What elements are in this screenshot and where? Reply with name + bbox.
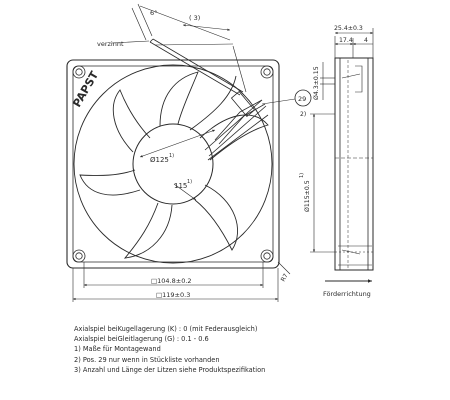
inner-diameter-label: Ø125 bbox=[150, 156, 169, 164]
part-29-balloon bbox=[294, 89, 312, 107]
radius-label: R7 bbox=[280, 272, 290, 283]
wire-leads bbox=[149, 38, 266, 145]
note-line: Axialspiel beiGleitlagerung (G) : 0.1 - … bbox=[74, 335, 209, 344]
note-line: 2) Pos. 29 nur wenn in Stückliste vorhan… bbox=[74, 355, 220, 364]
fan-blades bbox=[79, 71, 269, 259]
wire-angle-label: 6° bbox=[150, 9, 157, 17]
bolt-diameter-note: 1) bbox=[299, 173, 305, 178]
hub-note: 1) bbox=[187, 179, 192, 185]
depth-end-label: 4 bbox=[364, 37, 368, 44]
hub-label: 115 bbox=[174, 182, 187, 190]
fan-hub bbox=[132, 123, 214, 205]
side-view-dimensions bbox=[310, 28, 374, 253]
notes-block: Axialspiel beiKugellagerung (K) : 0 (mit… bbox=[74, 324, 414, 375]
note-line: 3) Anzahl und Länge der Litzen siehe Pro… bbox=[74, 365, 266, 374]
wire-length-label: ( 3) bbox=[189, 14, 200, 22]
wire-coating-label: verzinnt bbox=[97, 40, 124, 48]
width-dimensions bbox=[72, 262, 279, 302]
bolt-diameter-label: Ø115±0.5 bbox=[303, 180, 311, 212]
fan-frame bbox=[66, 59, 280, 269]
side-view bbox=[334, 57, 374, 271]
part-29-note: 2) bbox=[300, 111, 306, 118]
depth-total-label: 25.4±0.3 bbox=[334, 25, 363, 32]
brand-logo: PAPST bbox=[70, 69, 101, 110]
width-outer-label: □119±0.3 bbox=[156, 291, 190, 299]
part-29-label: 29 bbox=[298, 95, 306, 103]
inner-diameter-note: 1) bbox=[169, 153, 174, 159]
note-line: 1) Maße für Montagewand bbox=[74, 345, 161, 354]
width-inner-label: □104.8±0.2 bbox=[151, 277, 192, 285]
depth-part-label: 17.4 bbox=[339, 37, 353, 44]
note-line: Axialspiel beiKugellagerung (K) : 0 (mit… bbox=[74, 325, 258, 333]
mounting-holes bbox=[72, 65, 274, 263]
wire-exit-dimensions bbox=[111, 3, 247, 93]
flow-direction-label: Förderrichtung bbox=[323, 290, 371, 298]
hole-diameter-label: Ø4.3±0.15 bbox=[312, 66, 320, 100]
venturi-ring bbox=[73, 64, 273, 264]
